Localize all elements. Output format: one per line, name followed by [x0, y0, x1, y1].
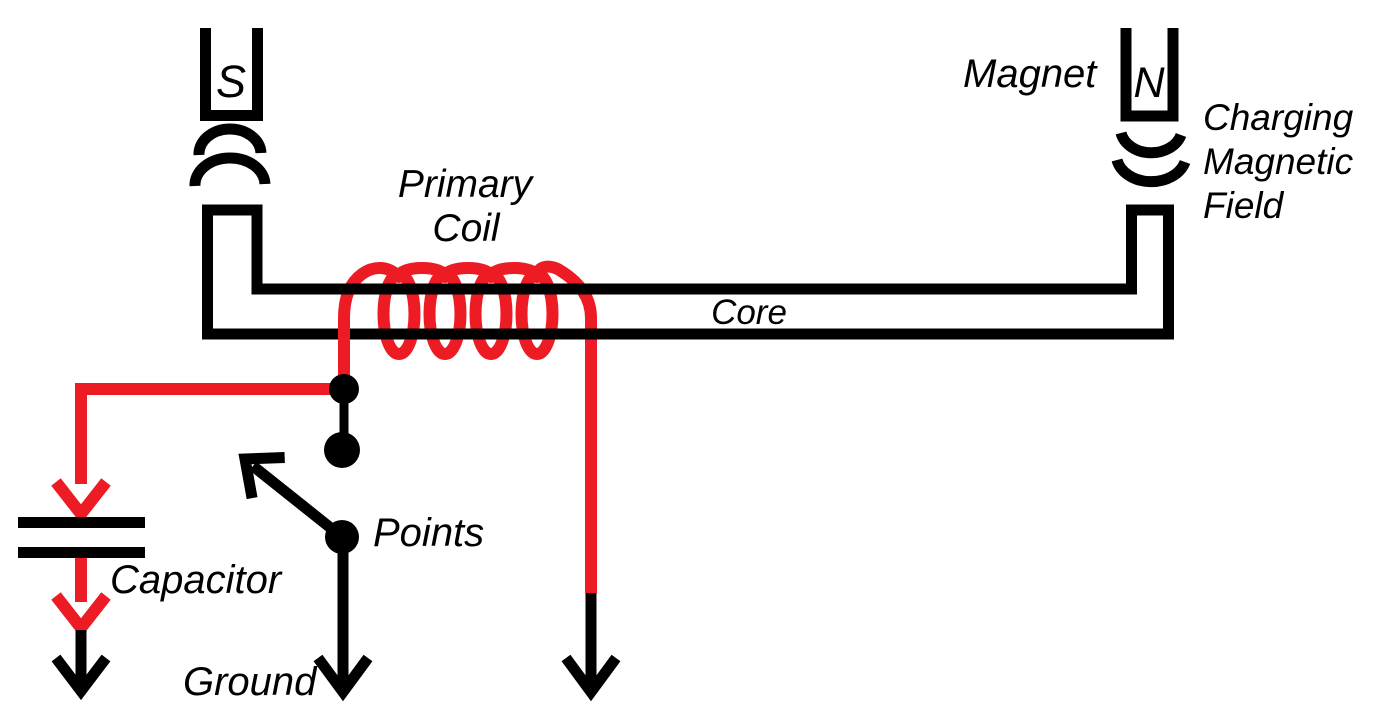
label-points: Points: [373, 511, 484, 555]
magnet-pole-n-outline: [1120, 28, 1179, 122]
coil-loop-1: [377, 268, 421, 360]
primary-coil: [338, 260, 597, 593]
coil-loop-2: [423, 268, 467, 360]
label-primary-coil-line1: Primary: [398, 163, 535, 206]
label-charging-field-line3: Field: [1203, 185, 1285, 226]
ground-arrow-coil: [561, 654, 621, 702]
label-capacitor: Capacitor: [110, 558, 283, 602]
primary-coil-wire: [338, 260, 597, 593]
label-magnet: Magnet: [963, 52, 1098, 96]
points-arm: [249, 461, 346, 542]
current-arrow-below-capacitor: [51, 592, 111, 638]
wire-coil-to-capacitor: [75, 383, 344, 484]
field-arc-left-2: [189, 152, 271, 187]
ground-arrow-points: [313, 654, 373, 702]
points-upper-contact-dot: [329, 374, 359, 404]
field-arc-right-1: [1115, 131, 1187, 159]
points-arm-arrowhead: [238, 452, 285, 500]
current-arrow-into-capacitor: [51, 478, 111, 524]
label-ground: Ground: [183, 660, 318, 704]
label-charging-field-line1: Charging: [1203, 97, 1354, 138]
magnet-pole-s-outline: [200, 28, 263, 121]
field-arc-right-2: [1111, 158, 1191, 188]
core-outline: [202, 204, 1174, 340]
points-lower-contact-dot: [324, 432, 360, 468]
ground-arrow-capacitor: [51, 654, 111, 701]
label-core: Core: [711, 293, 787, 332]
field-arc-left-1: [193, 123, 267, 156]
label-pole-s: S: [216, 56, 246, 107]
label-pole-n: N: [1133, 59, 1165, 107]
label-primary-coil-line2: Coil: [432, 207, 501, 250]
coil-loop-4: [515, 268, 559, 360]
coil-loop-3: [469, 268, 513, 360]
label-charging-field-line2: Magnetic: [1203, 141, 1354, 182]
